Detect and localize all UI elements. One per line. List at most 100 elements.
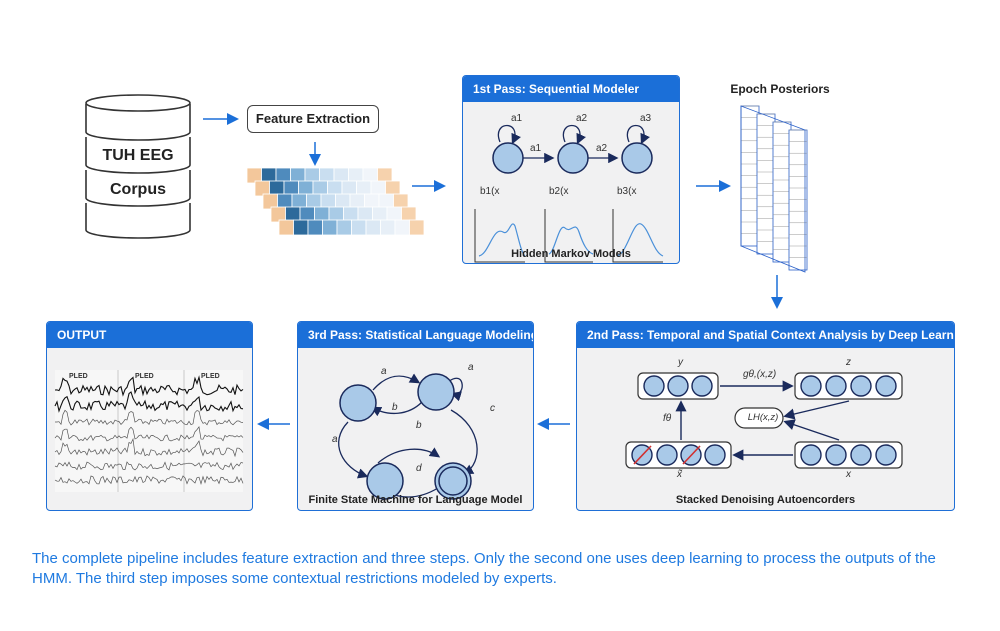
fsm-edge-label-7: d [416, 463, 422, 474]
emission-curve-2 [548, 226, 594, 255]
fsm-edge-label-5: a [332, 434, 338, 445]
label-y: y [678, 357, 683, 368]
epoch-title: Epoch Posteriors [730, 82, 830, 96]
output-panel: OUTPUT PLED PLED PLED [46, 321, 253, 511]
eeg-background [55, 370, 243, 492]
eeg-channel-trace [54, 375, 244, 397]
emission-curve-3 [616, 223, 664, 257]
feature-cell [351, 219, 367, 236]
emission-axis-3 [612, 209, 663, 263]
pass1-title: 1st Pass: Sequential Modeler [463, 76, 679, 102]
epoch-frame [740, 105, 806, 273]
arrow-x-to-lh [783, 419, 840, 441]
hmm-self-label-1: a1 [511, 113, 523, 124]
feature-cell [322, 219, 338, 236]
noise-mark-1 [633, 445, 652, 465]
label-g-theta: gθ,(x,z) [743, 369, 777, 380]
hmm-self-loop-1 [497, 125, 521, 145]
eeg-channel-trace [54, 426, 244, 442]
arrow-z-to-lh [783, 400, 850, 420]
feature-cell [336, 219, 352, 236]
eeg-label-2: PLED [135, 373, 154, 380]
feature-cell [380, 219, 396, 236]
layer-xtilde-box [625, 441, 732, 469]
emission-label-3: b3(x [617, 186, 637, 197]
lh-box [734, 407, 784, 429]
pass3-panel: 3rd Pass: Statistical Language Modeling … [297, 321, 534, 511]
epoch-posteriors-stack [740, 105, 808, 273]
epoch-sheet [788, 129, 808, 271]
eeg-label-3: PLED [201, 373, 220, 380]
layer-x-box [794, 441, 903, 469]
epoch-sheet [740, 105, 760, 247]
epoch-sheet [756, 113, 776, 255]
emission-axis-2 [544, 209, 593, 263]
feature-cell [409, 219, 425, 236]
fsm-edge-label-3: b [392, 402, 398, 413]
label-x: x [846, 469, 851, 480]
hmm-self-label-2: a2 [576, 113, 588, 124]
fsm-state-1 [339, 384, 377, 422]
eeg-plot: PLED PLED PLED [54, 370, 244, 492]
feature-matrix [246, 167, 425, 236]
fsm-edge-2-1-b [370, 401, 423, 417]
eeg-channel-trace [54, 475, 244, 486]
hmm-state-1 [492, 142, 524, 174]
noise-mark-2 [682, 445, 701, 465]
hmm-state-3 [621, 142, 653, 174]
fsm-state-4-accept-ring [438, 466, 468, 496]
fsm-edge-label-6: b [416, 420, 422, 431]
eeg-channel-trace [55, 409, 244, 426]
feature-cell [394, 219, 410, 236]
eeg-channel-trace [54, 437, 244, 458]
feature-cell [307, 219, 323, 236]
emission-curve-1 [478, 223, 526, 257]
hmm-state-2 [557, 142, 589, 174]
fsm-edge-2-4-c [450, 409, 478, 475]
hmm-self-loop-2 [562, 125, 586, 145]
hmm-self-loop-3 [626, 125, 650, 145]
fsm-edge-label-4: c [490, 403, 495, 414]
output-title: OUTPUT [47, 322, 252, 348]
emission-axis-1 [474, 209, 525, 263]
hmm-diagram [474, 125, 664, 263]
eeg-traces [54, 370, 244, 492]
fsm-edge-1-3-a [338, 421, 369, 479]
figure-caption: The complete pipeline includes feature e… [32, 550, 936, 587]
fsm-diagram [338, 373, 478, 500]
label-z: z [846, 357, 851, 368]
fsm-edge-label-2: a [468, 362, 474, 373]
feature-cell [293, 219, 309, 236]
fsm-state-3 [366, 462, 404, 500]
fsm-state-4 [434, 462, 472, 500]
pass3-title: 3rd Pass: Statistical Language Modeling [298, 322, 533, 348]
pass2-footer: Stacked Denoising Autoencorders [675, 494, 856, 506]
corpus-label-line1: TUH EEG [102, 147, 174, 164]
fsm-state-2 [417, 373, 455, 411]
epoch-sheet [772, 121, 792, 263]
label-lh: LH(x,z) [747, 412, 779, 423]
eeg-channel-trace [54, 391, 244, 413]
feature-cell [278, 219, 294, 236]
feature-extraction-box: Feature Extraction [247, 105, 379, 133]
hmm-trans-label-1: a1 [530, 143, 542, 154]
corpus-label-line2: Corpus [110, 181, 166, 198]
pass1-footer: Hidden Markov Models [511, 248, 631, 260]
emission-label-2: b2(x [549, 186, 569, 197]
label-f-theta: fθ [663, 413, 672, 424]
eeg-channel-trace [54, 461, 244, 471]
pass1-panel: 1st Pass: Sequential Modeler a1 a2 a3 a1… [462, 75, 680, 264]
eeg-label-1: PLED [69, 373, 88, 380]
pass3-footer: Finite State Machine for Language Model [308, 494, 523, 506]
autoencoder-diagram [625, 372, 903, 469]
fsm-edge-label-1: a [381, 366, 387, 377]
fsm-edge-1-2-a [372, 373, 421, 391]
label-xtilde: x̃ [677, 469, 682, 480]
fsm-self-loop-2 [447, 377, 463, 402]
hmm-trans-label-2: a2 [596, 143, 608, 154]
hmm-self-label-3: a3 [640, 113, 652, 124]
pass2-panel: 2nd Pass: Temporal and Spatial Context A… [576, 321, 955, 511]
feature-cell [365, 219, 381, 236]
